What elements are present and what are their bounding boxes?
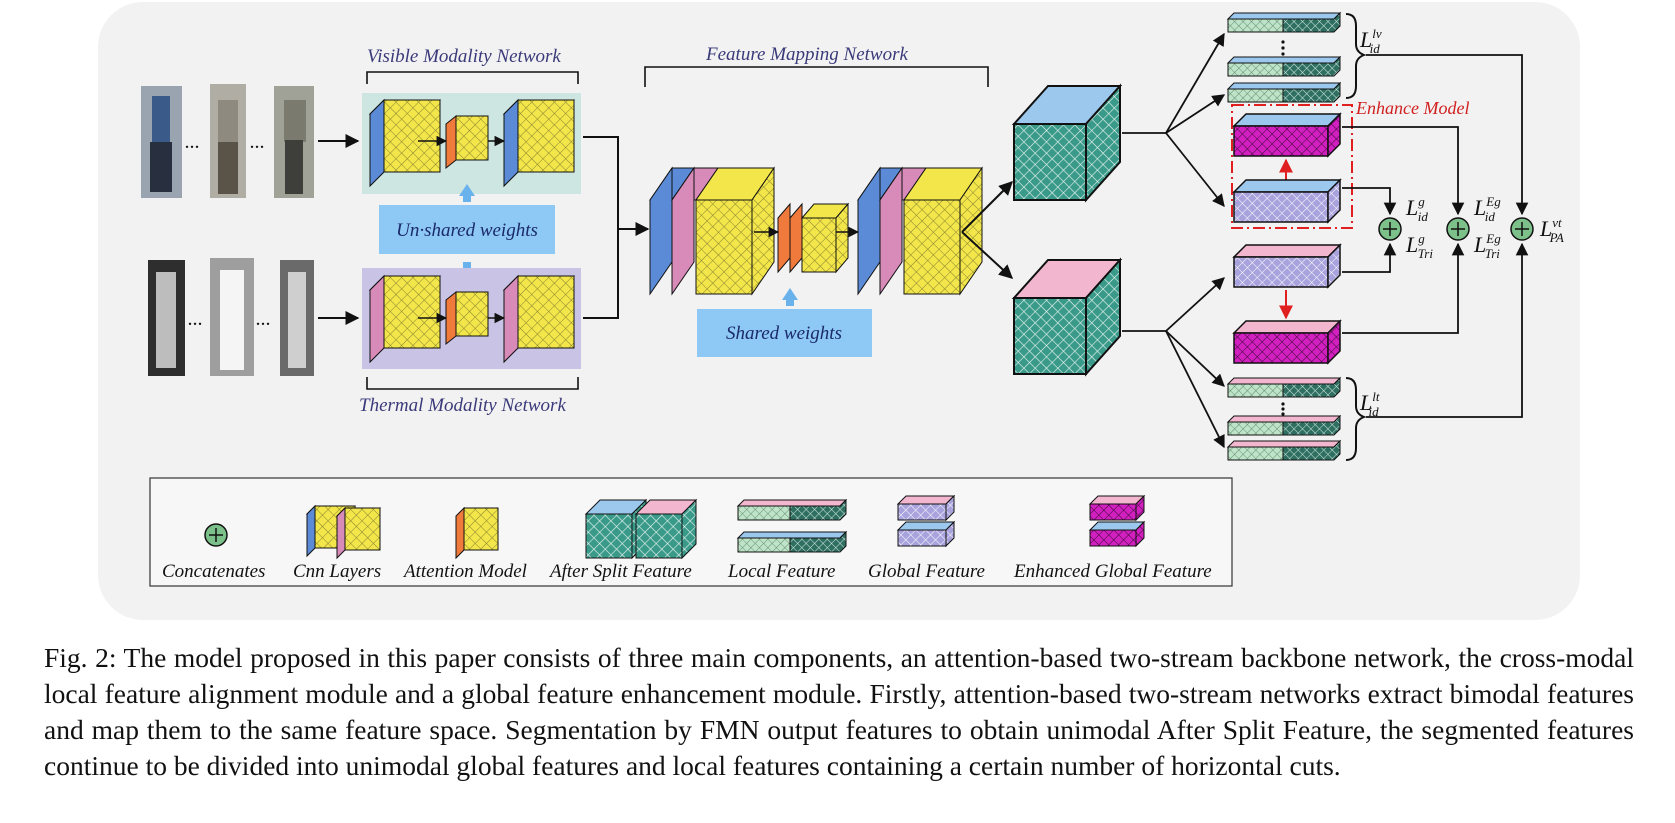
legend-concat-plus-icon xyxy=(204,523,228,547)
enhance-model-label: Enhance Model xyxy=(1355,98,1469,118)
legend-label: Enhanced Global Feature xyxy=(1013,561,1212,582)
thermal-person-images xyxy=(148,258,314,376)
enhance-model-box xyxy=(1231,104,1353,229)
after-split-feature-thermal xyxy=(1011,257,1123,377)
shared-weights-label: Shared weights xyxy=(726,323,842,344)
enhanced-global-feature-visible xyxy=(1232,112,1342,158)
connector xyxy=(1342,242,1397,273)
visible-person-images xyxy=(141,84,314,198)
legend-cnn-layers-icon xyxy=(305,504,382,560)
brace xyxy=(1345,377,1367,461)
concat-plus-icon xyxy=(1446,217,1470,241)
unshared-weights-box xyxy=(379,205,555,254)
visible-cnn-block xyxy=(368,98,576,188)
figure-diagram: ... ... ... ... Visible Modality Network… xyxy=(98,2,1580,620)
thermal-attention-block xyxy=(445,290,489,346)
brace xyxy=(1345,13,1367,99)
legend-label: Local Feature xyxy=(727,561,835,582)
legend-after-split-icon xyxy=(584,498,698,560)
fmn-cnn-block-right xyxy=(857,166,983,296)
up-arrow xyxy=(459,184,475,202)
visible-attention-block xyxy=(445,114,489,170)
visible-network-label: Visible Modality Network xyxy=(367,46,561,67)
global-feature-thermal xyxy=(1232,243,1342,289)
ellipsis: ... xyxy=(185,131,200,153)
arrow xyxy=(1165,132,1225,207)
connector xyxy=(583,136,619,319)
arrow xyxy=(1165,277,1225,332)
legend-local-feature-icon xyxy=(736,498,848,553)
local-features-thermal xyxy=(1226,376,1342,461)
arrow xyxy=(1165,330,1225,387)
after-split-feature-visible xyxy=(1011,83,1123,203)
local-features-visible xyxy=(1226,11,1342,103)
legend-label: Concatenates xyxy=(162,561,265,582)
ellipsis: ... xyxy=(250,131,265,153)
connector xyxy=(1366,242,1529,418)
legend-attention-icon xyxy=(455,506,499,560)
fmn-attention-block xyxy=(777,202,850,274)
arrow xyxy=(1165,32,1225,134)
legend-label: Attention Model xyxy=(402,561,527,582)
arrow xyxy=(961,231,1014,279)
bracket xyxy=(366,377,579,390)
bracket xyxy=(366,71,579,84)
fmn-cnn-block-left xyxy=(649,166,775,296)
arrow xyxy=(1165,94,1226,134)
thermal-network-label: Thermal Modality Network xyxy=(359,395,566,416)
unshared-weights-label: Un·shared weights xyxy=(396,220,538,241)
up-arrow xyxy=(782,288,798,306)
concat-plus-icon xyxy=(1510,217,1534,241)
concat-plus-icon xyxy=(1378,217,1402,241)
bracket xyxy=(644,66,989,87)
figure-caption: Fig. 2: The model proposed in this paper… xyxy=(44,642,1634,781)
ellipsis: ... xyxy=(188,308,203,330)
thermal-cnn-block xyxy=(368,274,576,364)
enhanced-global-feature-thermal xyxy=(1232,319,1342,365)
legend-global-feature-icon xyxy=(896,494,956,548)
legend-enhanced-global-icon xyxy=(1088,494,1146,548)
shared-weights-box xyxy=(697,309,872,357)
connector xyxy=(1342,242,1465,334)
connector xyxy=(1342,126,1465,216)
connector xyxy=(1366,54,1529,216)
legend-label: Global Feature xyxy=(868,561,985,582)
ellipsis: ... xyxy=(256,308,271,330)
global-feature-visible xyxy=(1232,178,1342,224)
legend-label: After Split Feature xyxy=(548,561,692,582)
fmn-label: Feature Mapping Network xyxy=(705,44,908,65)
arrow xyxy=(961,181,1013,233)
arrow xyxy=(1165,330,1225,449)
legend-label: Cnn Layers xyxy=(293,561,381,582)
connector xyxy=(1342,187,1397,216)
